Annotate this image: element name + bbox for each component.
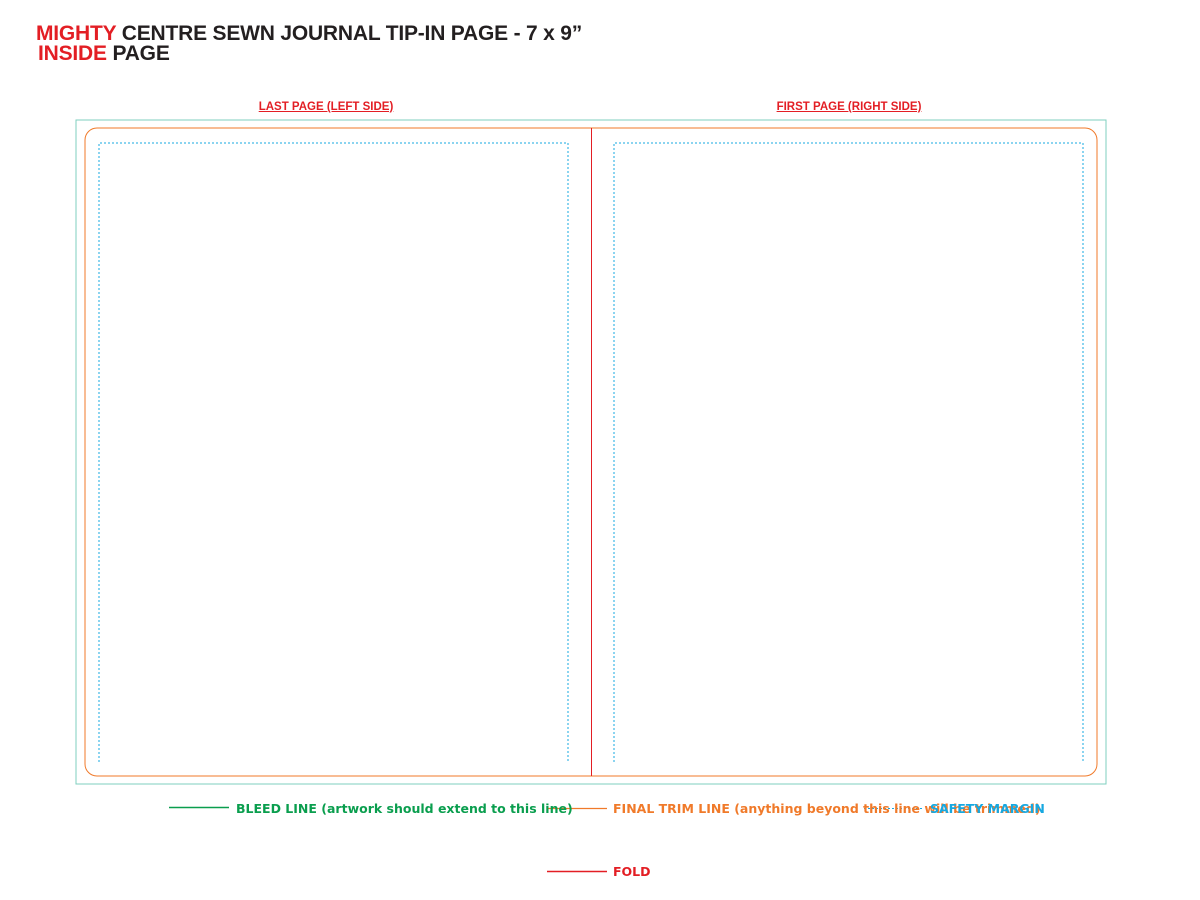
safety-legend-label: SAFETY MARGIN <box>930 801 1045 816</box>
safety-margin-left <box>98 142 569 762</box>
fold-legend-label: FOLD <box>613 864 651 879</box>
title-line-1: MIGHTY CENTRE SEWN JOURNAL TIP-IN PAGE -… <box>36 22 583 45</box>
brand-name: MIGHTY <box>36 22 117 45</box>
left-page-label: LAST PAGE (LEFT SIDE) <box>258 101 394 113</box>
title-line-2: INSIDE PAGE <box>36 42 582 65</box>
brand-subtitle: INSIDE <box>38 42 107 65</box>
subtitle-rest: PAGE <box>112 42 170 65</box>
page-title: MIGHTY CENTRE SEWN JOURNAL TIP-IN PAGE -… <box>36 22 583 65</box>
product-name: CENTRE SEWN JOURNAL TIP-IN PAGE - 7 x 9” <box>121 22 583 45</box>
right-page-label: FIRST PAGE (RIGHT SIDE) <box>776 101 922 113</box>
final-trim-outline <box>84 127 1098 777</box>
bleed-legend-label: BLEED LINE <box>236 801 317 816</box>
trim-legend: FINAL TRIM LINE (anything beyond this li… <box>613 800 1041 818</box>
bleed-legend: BLEED LINE (artwork should extend to thi… <box>236 800 573 818</box>
trim-legend-note-1: (anything beyond this line <box>734 801 921 816</box>
bleed-line-outline <box>75 119 1107 785</box>
trim-legend-label: FINAL TRIM LINE <box>613 801 730 816</box>
bleed-legend-note: (artwork should extend to this line) <box>321 801 573 816</box>
trim-legend-note-2: will be trimmed) <box>924 801 1041 816</box>
safety-legend: SAFETY MARGIN <box>930 800 1045 818</box>
fold-legend: FOLD <box>613 863 651 881</box>
safety-margin-right <box>613 142 1084 762</box>
